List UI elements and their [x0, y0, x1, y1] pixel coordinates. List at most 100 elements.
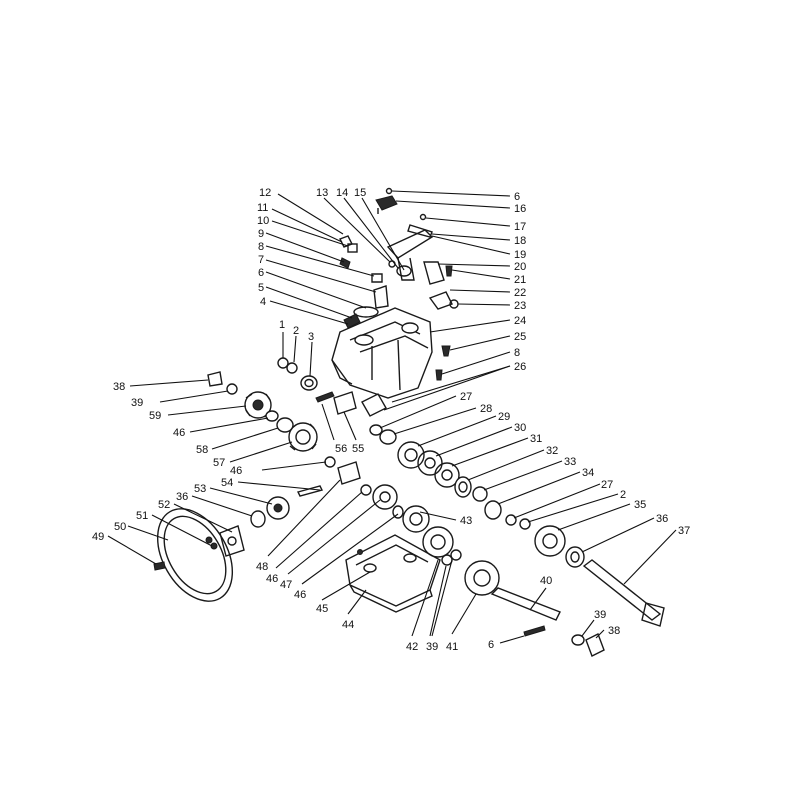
callout-14: 14 — [336, 187, 348, 199]
leader-9 — [265, 232, 345, 263]
shift-detent-parts — [339, 235, 389, 329]
callout-6b: 6 — [258, 267, 264, 279]
callout-46b: 46 — [230, 465, 242, 477]
callout-47: 47 — [280, 579, 292, 591]
callout-27a: 27 — [460, 391, 472, 403]
callout-4: 4 — [260, 296, 266, 308]
leader-23 — [457, 303, 511, 306]
callout-46d: 46 — [294, 589, 306, 601]
leader-37 — [623, 529, 677, 585]
callout-9: 9 — [258, 228, 264, 240]
leader-39b2 — [431, 559, 453, 637]
callout-48: 48 — [256, 561, 268, 573]
leader-59 — [167, 405, 247, 416]
leader-51 — [151, 514, 213, 547]
leader-46c — [275, 491, 363, 569]
callout-12: 12 — [259, 187, 271, 199]
upper-shift-hardware — [375, 187, 433, 238]
leader-56 — [321, 403, 335, 441]
leader-40 — [529, 587, 547, 611]
callout-2a: 2 — [293, 325, 299, 337]
leader-35 — [557, 503, 631, 531]
leader-28 — [393, 407, 477, 435]
callout-15: 15 — [354, 187, 366, 199]
leader-45 — [321, 571, 371, 601]
callout-13: 13 — [316, 187, 328, 199]
callout-20: 20 — [514, 261, 526, 273]
leader-29 — [417, 415, 497, 447]
leader-16 — [395, 200, 511, 209]
callout-17: 17 — [514, 221, 526, 233]
leader-6b — [265, 271, 367, 309]
callout-26: 26 — [514, 361, 526, 373]
callout-6a: 6 — [514, 191, 520, 203]
callout-29: 29 — [498, 411, 510, 423]
callout-44: 44 — [342, 619, 354, 631]
leader-39a — [159, 390, 229, 403]
callout-19: 19 — [514, 249, 526, 261]
leader-13 — [323, 197, 391, 263]
callout-36a: 36 — [656, 513, 668, 525]
callout-27b: 27 — [601, 479, 613, 491]
leader-52 — [173, 503, 233, 533]
callout-49: 49 — [92, 531, 104, 543]
callout-23: 23 — [514, 300, 526, 312]
leader-42 — [411, 559, 439, 637]
leader-15 — [361, 197, 405, 271]
callout-30: 30 — [514, 422, 526, 434]
leader-38b — [595, 629, 605, 639]
callout-11: 11 — [257, 202, 268, 214]
callout-39a: 39 — [131, 397, 143, 409]
leader-39c — [581, 619, 595, 637]
callout-54: 54 — [221, 477, 233, 489]
callout-33: 33 — [564, 456, 576, 468]
leader-26a — [383, 365, 511, 411]
callout-32: 32 — [546, 445, 558, 457]
leader-4 — [269, 300, 349, 325]
callout-46c: 46 — [266, 573, 278, 585]
callout-8a: 8 — [514, 347, 520, 359]
callout-57: 57 — [213, 457, 225, 469]
leader-19 — [431, 235, 511, 255]
callout-38b: 38 — [608, 625, 620, 637]
callout-55: 55 — [352, 443, 364, 455]
leader-54 — [237, 481, 321, 491]
callout-7: 7 — [258, 254, 264, 266]
leader-32 — [467, 449, 545, 481]
leader-55 — [343, 411, 357, 441]
leader-3 — [309, 341, 313, 377]
leader-48 — [267, 479, 341, 557]
intermediate-gear-set — [266, 456, 462, 561]
callout-38a: 38 — [113, 381, 125, 393]
callout-22: 22 — [514, 287, 526, 299]
leader-26b — [391, 365, 511, 403]
leader-36b — [191, 495, 253, 517]
axle-shaft — [582, 559, 665, 627]
callout-1: 1 — [279, 319, 285, 331]
leader-10 — [271, 220, 349, 247]
input-shaft-assembly — [207, 371, 357, 452]
leader-14 — [343, 197, 399, 269]
callout-58: 58 — [196, 444, 208, 456]
leader-22 — [449, 289, 511, 293]
leader-6c — [499, 635, 525, 644]
callout-2b: 2 — [620, 489, 626, 501]
leader-41 — [451, 593, 477, 635]
callout-16: 16 — [514, 203, 526, 215]
callout-59: 59 — [149, 410, 161, 422]
leader-11 — [271, 208, 343, 243]
axle-bushing — [571, 633, 605, 657]
leader-46a — [189, 417, 269, 433]
parts-artwork — [153, 187, 665, 657]
leader-lines — [107, 190, 677, 644]
leader-7 — [265, 259, 377, 293]
shift-lever-bracket — [386, 229, 459, 310]
leader-50 — [127, 525, 169, 541]
callout-41: 41 — [446, 641, 458, 653]
leader-2b — [527, 493, 619, 523]
callout-43: 43 — [460, 515, 472, 527]
leader-43 — [419, 511, 457, 521]
callout-34: 34 — [582, 467, 594, 479]
callout-31: 31 — [530, 433, 542, 445]
